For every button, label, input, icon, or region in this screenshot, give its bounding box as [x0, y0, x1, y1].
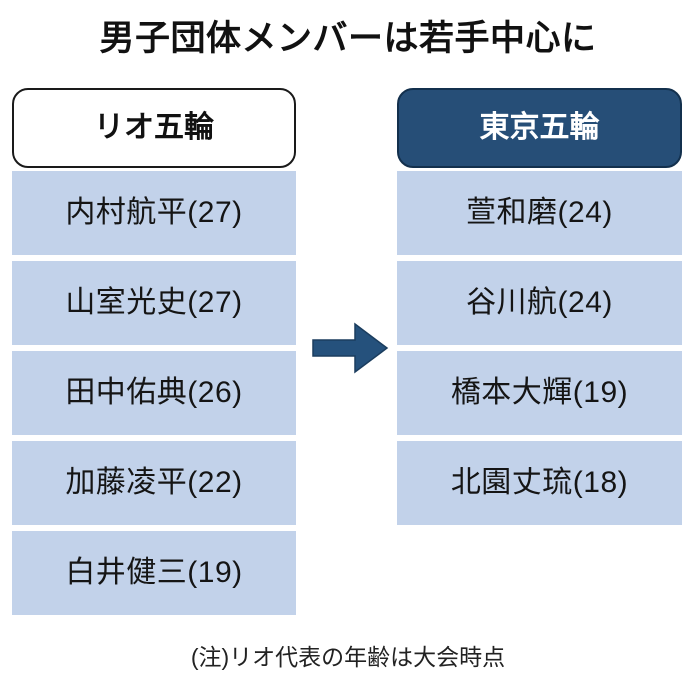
column-rio: リオ五輪 内村航平(27) 山室光史(27) 田中佑典(26) 加藤凌平(22)…: [12, 88, 296, 615]
column-tokyo: 東京五輪 萱和磨(24) 谷川航(24) 橋本大輝(19) 北園丈琉(18): [397, 88, 682, 525]
list-item: 白井健三(19): [12, 531, 296, 615]
list-item: 谷川航(24): [397, 261, 682, 345]
list-item: 加藤凌平(22): [12, 441, 296, 525]
arrow-right-shape: [312, 322, 389, 374]
list-item: 内村航平(27): [12, 171, 296, 255]
member-list-rio: 内村航平(27) 山室光史(27) 田中佑典(26) 加藤凌平(22) 白井健三…: [12, 171, 296, 615]
list-item: 橋本大輝(19): [397, 351, 682, 435]
arrow-right-icon: [311, 322, 389, 374]
list-item: 北園丈琉(18): [397, 441, 682, 525]
list-item: 萱和磨(24): [397, 171, 682, 255]
column-header-rio: リオ五輪: [12, 88, 296, 168]
page-title: 男子団体メンバーは若手中心に: [99, 19, 597, 58]
list-item: 山室光史(27): [12, 261, 296, 345]
column-header-tokyo: 東京五輪: [397, 88, 682, 168]
member-list-tokyo: 萱和磨(24) 谷川航(24) 橋本大輝(19) 北園丈琉(18): [397, 171, 682, 525]
list-item: 田中佑典(26): [12, 351, 296, 435]
footnote: (注)リオ代表の年齢は大会時点: [190, 644, 506, 670]
